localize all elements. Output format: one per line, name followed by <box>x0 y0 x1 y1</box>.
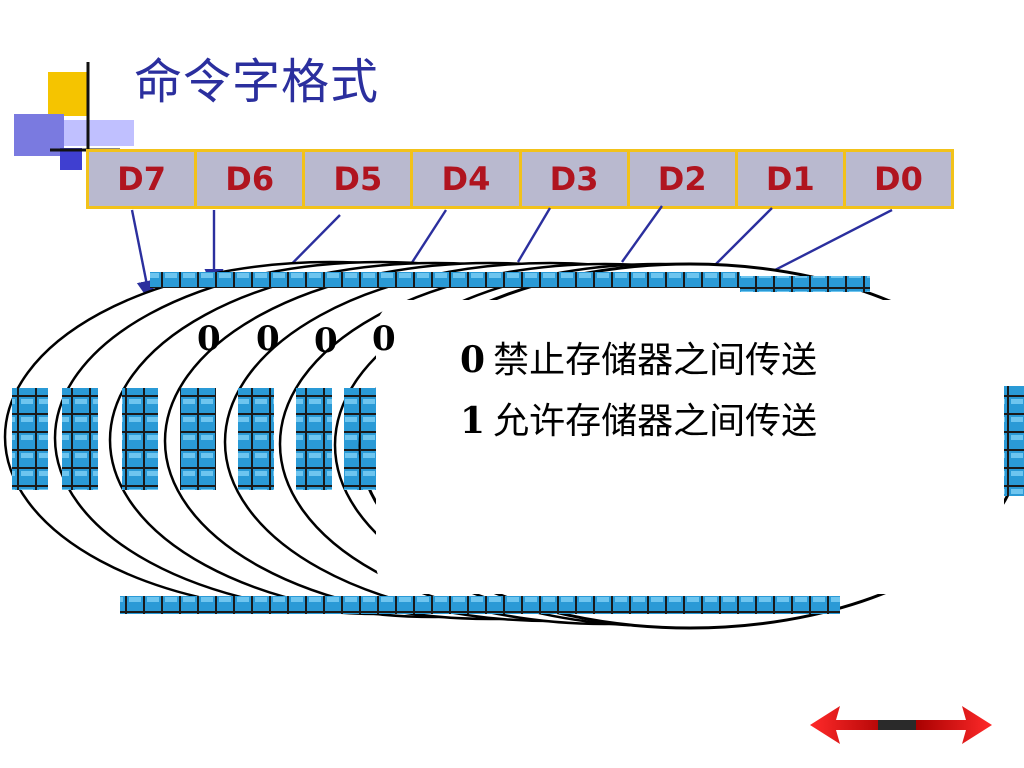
slide-navigation <box>810 706 992 744</box>
callout-d0 <box>120 262 1024 630</box>
d0-option-0-text: 禁止存储器之间传送 <box>493 340 818 381</box>
bit-cell-d3: D3 <box>521 152 630 206</box>
covered-digit-d7: 0 <box>197 319 221 359</box>
bit-cell-d6: D6 <box>197 152 306 206</box>
connector-d2 <box>621 205 663 263</box>
bit-cell-d5: D5 <box>305 152 414 206</box>
covered-digit-d6: 0 <box>256 319 280 359</box>
bit-cell-d0: D0 <box>845 152 951 206</box>
covered-digit-d5: 0 <box>314 321 338 361</box>
command-word-bits: D7 D6 D5 D4 D3 D2 D1 D0 <box>86 149 954 209</box>
bit-cell-d7: D7 <box>89 152 198 206</box>
d0-option-0-value: 0 <box>460 339 486 381</box>
connector-d7 <box>130 209 156 303</box>
d0-option-1-text: 允许存储器之间传送 <box>493 401 818 442</box>
covered-digit-d4: 0 <box>372 319 396 359</box>
bit-cell-d4: D4 <box>413 152 522 206</box>
connector-d3 <box>516 207 552 263</box>
d0-option-1-value: 1 <box>460 400 486 442</box>
page-title: 命令字格式 <box>134 54 380 110</box>
bit-cell-d2: D2 <box>629 152 738 206</box>
connector-d1 <box>711 207 773 269</box>
bit-cell-d1: D1 <box>737 152 846 206</box>
covered-digits: 0 0 0 0 <box>197 319 396 361</box>
arrow-right-icon[interactable] <box>902 706 992 744</box>
arrow-left-icon[interactable] <box>810 706 902 744</box>
